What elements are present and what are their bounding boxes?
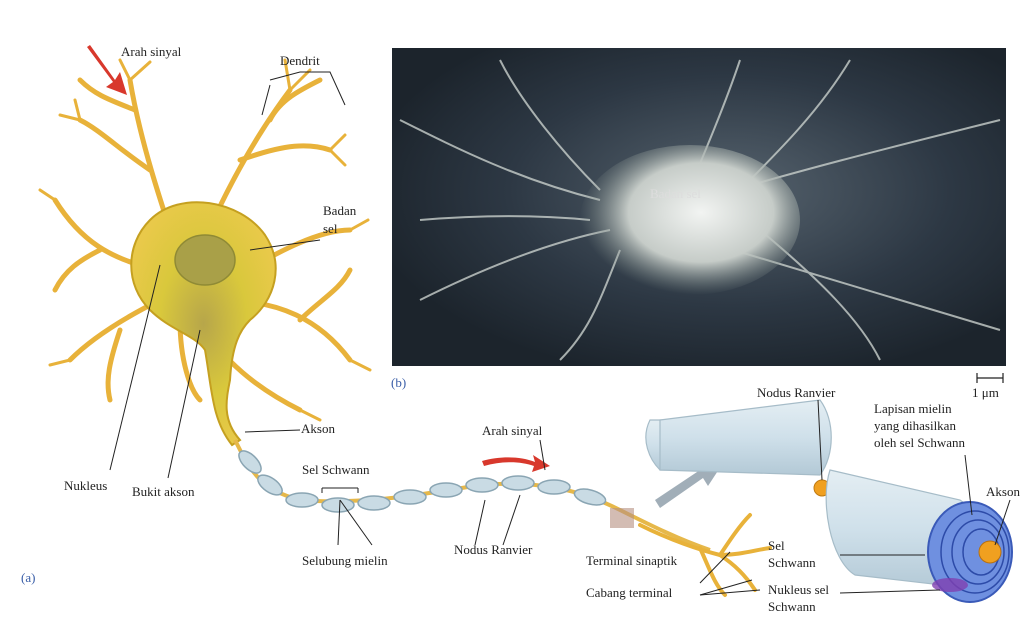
label-akson-right: Akson — [986, 484, 1020, 499]
label-sel-right-1: Sel — [768, 538, 785, 553]
micrograph-cell-body — [580, 145, 800, 295]
label-arah-sinyal-mid: Arah sinyal — [482, 423, 542, 438]
label-arah-sinyal-top: Arah sinyal — [121, 44, 181, 59]
label-lapisan-2: yang dihasilkan — [874, 418, 956, 433]
label-bukit-akson: Bukit akson — [132, 484, 194, 499]
label-lapisan-3: oleh sel Schwann — [874, 435, 965, 450]
myelin-cylinder-left-top — [660, 400, 831, 475]
axon-core — [979, 541, 1001, 563]
label-sel-schwann: Sel Schwann — [302, 462, 370, 477]
label-dendrit: Dendrit — [280, 53, 320, 68]
label-sel: sel — [323, 221, 337, 236]
label-badan-sel-photo: Badan sel — [650, 186, 701, 201]
label-nukleus: Nukleus — [64, 478, 107, 493]
label-panel-b: (b) — [391, 375, 406, 390]
nucleus — [175, 235, 235, 285]
label-terminal-sinaptik: Terminal sinaptik — [586, 553, 677, 568]
label-nukleus-sel-2: Schwann — [768, 599, 816, 614]
label-lapisan-1: Lapisan mielin — [874, 401, 952, 416]
label-badan: Badan — [323, 203, 356, 218]
label-nukleus-sel-1: Nukleus sel — [768, 582, 829, 597]
label-cabang-terminal: Cabang terminal — [586, 585, 672, 600]
label-nodus-ranvier-right: Nodus Ranvier — [757, 385, 835, 400]
scale-bar — [977, 373, 1003, 383]
label-sel-right-2: Schwann — [768, 555, 816, 570]
myelin-sheath-segments — [235, 447, 607, 512]
label-akson: Akson — [301, 421, 335, 436]
zoom-region — [610, 508, 634, 528]
label-nodus-ranvier-mid: Nodus Ranvier — [454, 542, 532, 557]
label-selubung-mielin: Selubung mielin — [302, 553, 388, 568]
label-scale: 1 μm — [972, 385, 999, 400]
label-panel-a: (a) — [21, 570, 35, 585]
